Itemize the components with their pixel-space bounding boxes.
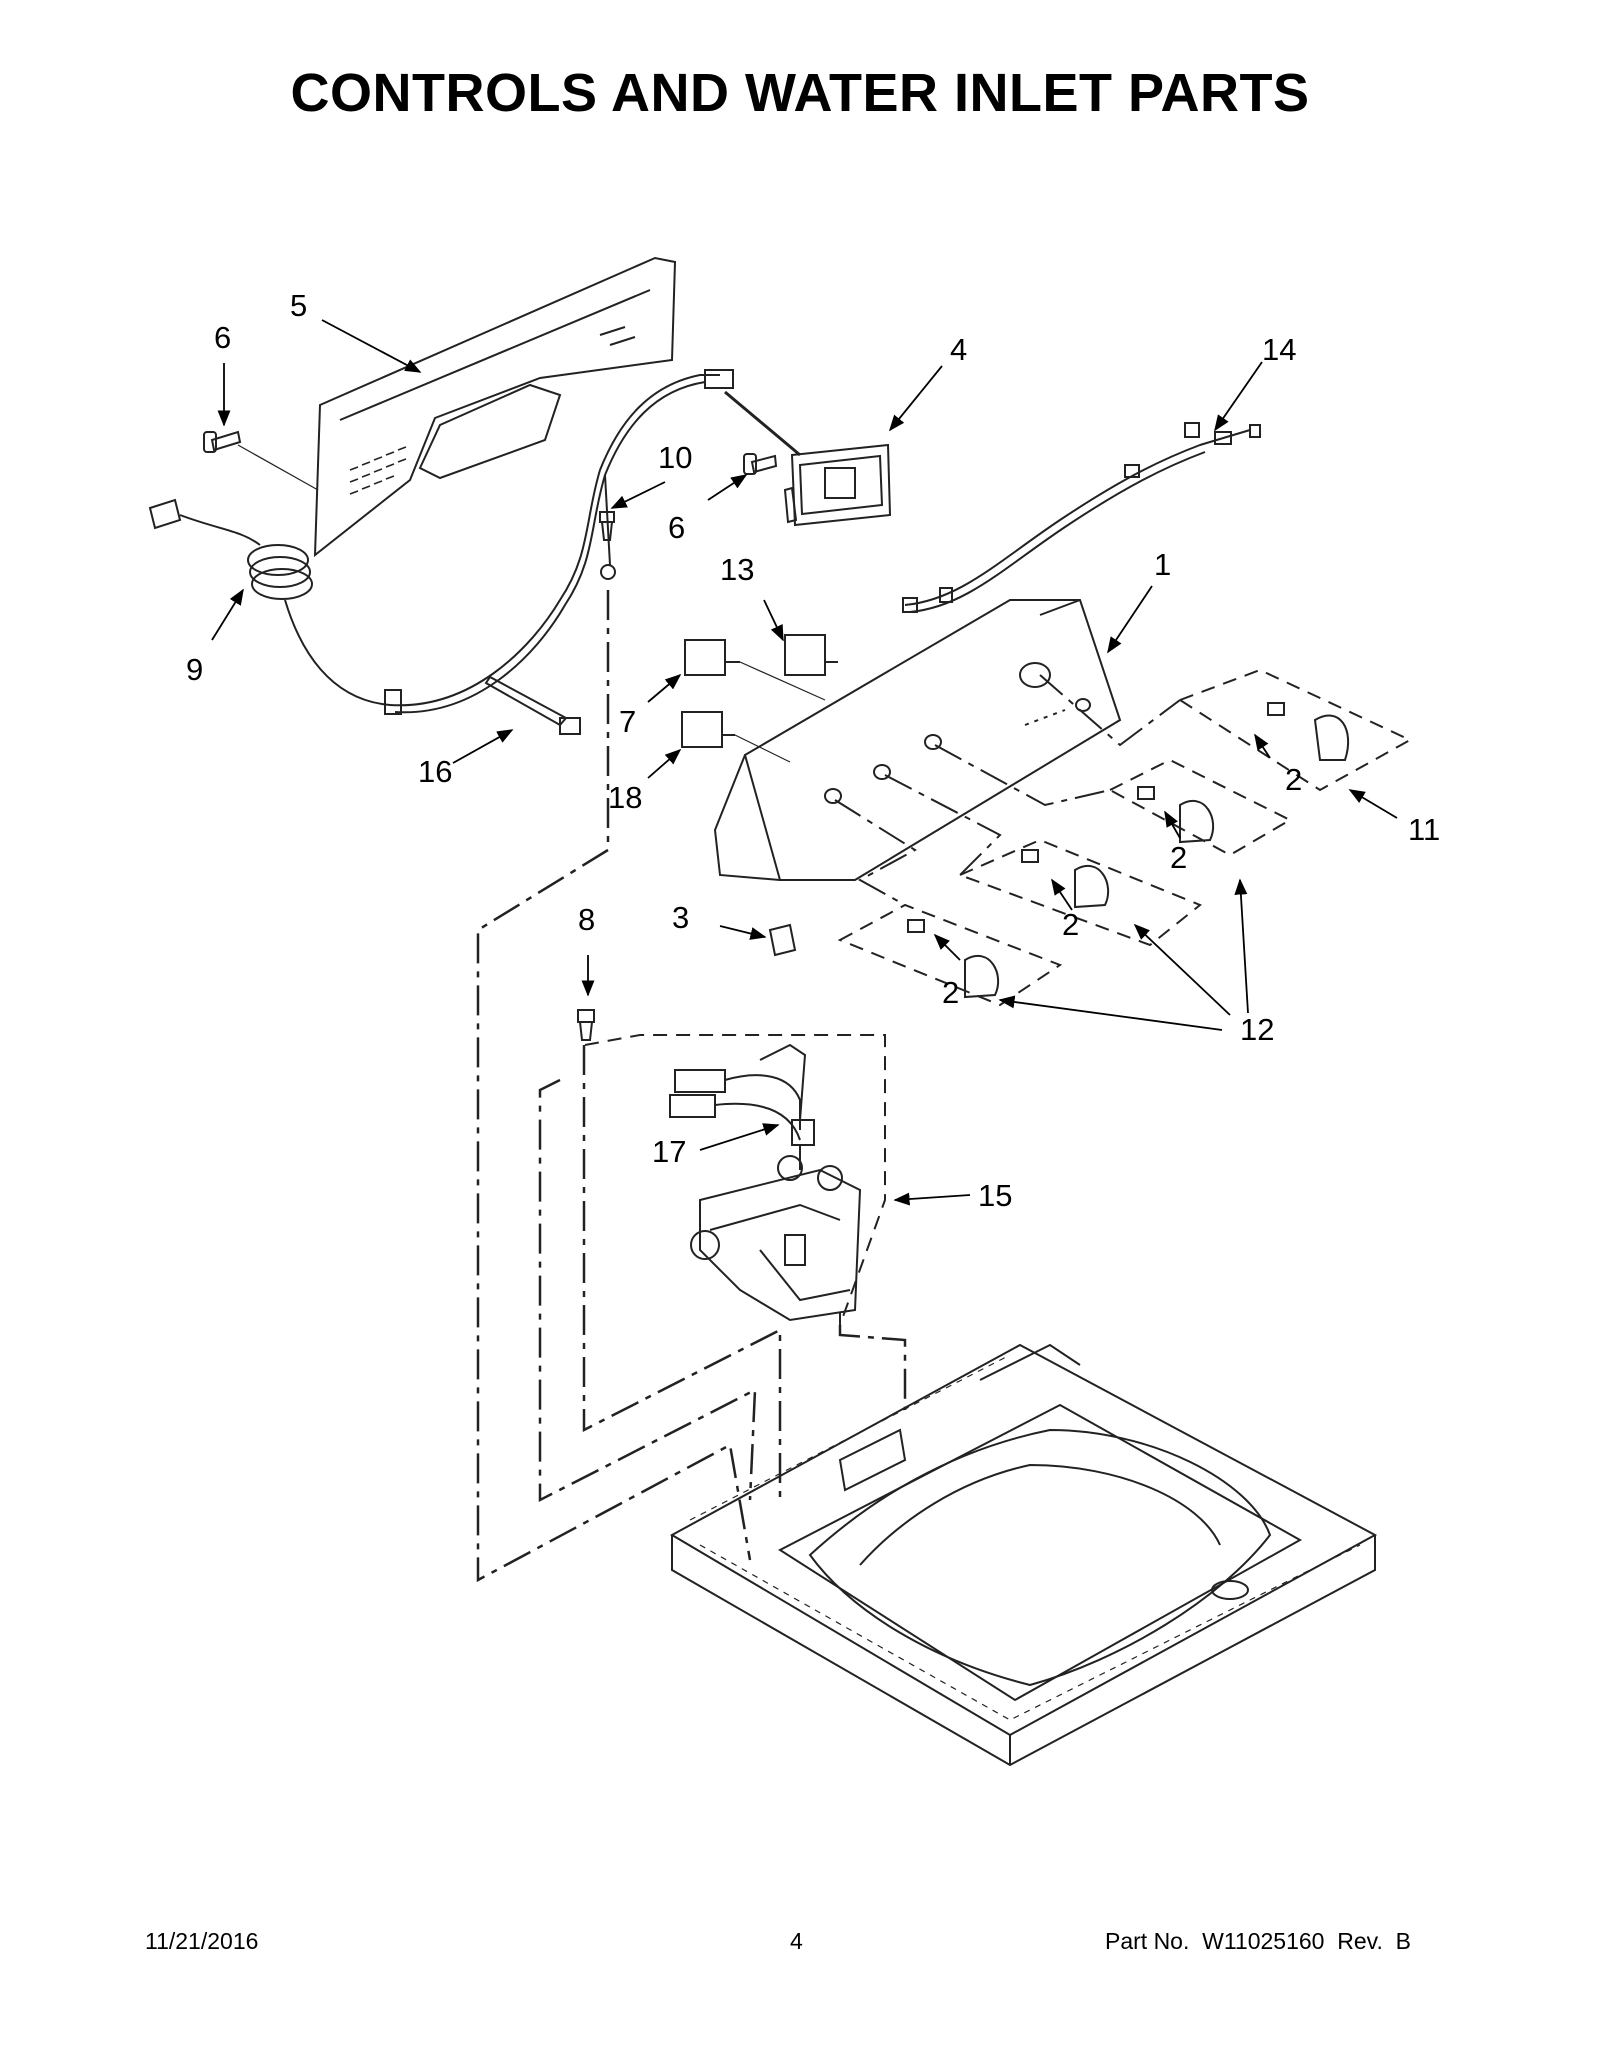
- screw-right: [743, 453, 778, 475]
- callout-10: 10: [658, 440, 692, 475]
- knob-4: [907, 919, 1000, 999]
- callout-4: 4: [950, 332, 967, 367]
- screw-left: [203, 430, 242, 453]
- rinse-switch: [684, 639, 740, 676]
- water-inlet-valve: [690, 1155, 862, 1322]
- callout-2-d: 2: [942, 975, 959, 1010]
- callout-3: 3: [672, 900, 689, 935]
- cable-tie: [484, 675, 581, 735]
- ground-screw: [599, 511, 615, 541]
- callout-9: 9: [186, 652, 203, 687]
- callout-5: 5: [290, 288, 307, 323]
- callout-2-b: 2: [1170, 840, 1187, 875]
- knob-3: [1021, 849, 1110, 909]
- footer-date: 11/21/2016: [145, 1928, 259, 1954]
- diagram-title: CONTROLS AND WATER INLET PARTS: [290, 63, 1310, 123]
- callout-2-c: 2: [1062, 907, 1079, 942]
- callout-1: 1: [1154, 547, 1171, 582]
- callout-6-right: 6: [668, 510, 685, 545]
- cycle-switch: [681, 711, 735, 748]
- rear-console-panel: [313, 256, 677, 558]
- footer-part-number: Part No. W11025160 Rev. B: [1105, 1928, 1411, 1954]
- knob-1: [1267, 702, 1350, 761]
- callout-6-left: 6: [214, 320, 231, 355]
- water-valve-dashed-box: [584, 1034, 886, 1326]
- callout-8: 8: [578, 902, 595, 937]
- valve-wire-harness: [669, 1043, 815, 1170]
- washer-top-cabinet: [669, 1343, 1378, 1767]
- knob-leader-lines: [834, 674, 1181, 906]
- callout-12: 12: [1240, 1012, 1274, 1047]
- knob-dashed-boxes: [837, 668, 1413, 1007]
- callout-14: 14: [1262, 332, 1296, 367]
- callout-18: 18: [608, 780, 642, 815]
- callout-13: 13: [720, 552, 754, 587]
- user-interface-board: [783, 443, 892, 527]
- console-clip: [768, 923, 797, 957]
- switch-leader-lines: [734, 661, 826, 763]
- options-switch: [784, 634, 838, 676]
- callout-2-a: 2: [1285, 762, 1302, 797]
- callout-16: 16: [418, 754, 452, 789]
- main-wire-harness: [902, 422, 1261, 613]
- knob-2: [1137, 786, 1215, 844]
- footer-page-number: 4: [790, 1928, 803, 1954]
- callout-11: 11: [1408, 812, 1440, 847]
- board-cable: [724, 390, 801, 457]
- valve-screw: [577, 1009, 595, 1041]
- callout-arrows: [211, 319, 1398, 1206]
- callout-17: 17: [652, 1134, 686, 1169]
- callout-7: 7: [619, 704, 636, 739]
- screw-leader-line: [237, 444, 319, 491]
- wire-routing-lines: [476, 590, 907, 1583]
- callout-numbers: 5 6 4 14 10 6 9 1 13 7 16 18 11 2 2 2 2 …: [186, 288, 1440, 1213]
- panel-wire-harness: [384, 369, 734, 715]
- callout-15: 15: [978, 1178, 1012, 1213]
- power-cord: [148, 498, 391, 706]
- control-console: [713, 599, 1122, 881]
